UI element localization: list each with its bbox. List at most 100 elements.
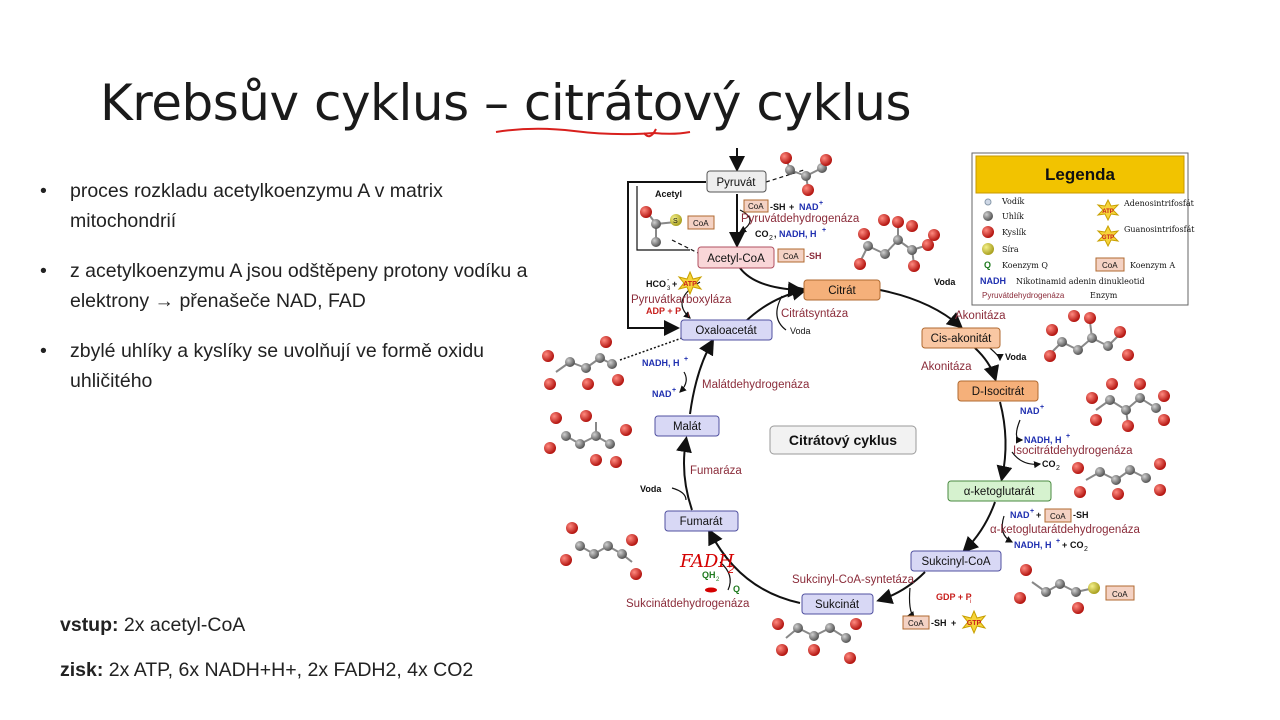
arc-cisakonitat-disocitrat bbox=[974, 347, 1000, 382]
svg-text:CoA: CoA bbox=[783, 252, 799, 261]
svg-text:NADH, H: NADH, H bbox=[642, 358, 680, 368]
svg-text:CO: CO bbox=[1042, 459, 1056, 469]
oxalo-dotted-link bbox=[619, 337, 683, 361]
svg-text:Vodík: Vodík bbox=[1001, 197, 1025, 206]
gain-label: zisk: bbox=[60, 659, 104, 681]
fad-mark bbox=[705, 587, 717, 593]
bullet-dot: • bbox=[40, 180, 47, 202]
mdh-curve bbox=[679, 371, 687, 393]
bullet-item: •proces rozkladu acetylkoenzymu A v matr… bbox=[40, 176, 540, 236]
svg-text:+: + bbox=[1056, 538, 1060, 545]
legend-hydrogen-icon bbox=[984, 198, 992, 206]
svg-text:+: + bbox=[1036, 510, 1041, 520]
svg-text:+: + bbox=[684, 356, 688, 363]
svg-text:-: - bbox=[667, 277, 670, 284]
arrow-acetylcoa-citrat bbox=[739, 267, 804, 298]
svg-text:Voda: Voda bbox=[1005, 352, 1027, 362]
svg-text:NAD: NAD bbox=[1010, 510, 1030, 520]
svg-text:-SH: -SH bbox=[1073, 510, 1089, 520]
node-malat: Malát bbox=[654, 415, 720, 437]
molecule-oxaloacetat bbox=[542, 336, 624, 390]
enzyme-ak2: Akonitáza bbox=[921, 361, 972, 373]
svg-text:NADH: NADH bbox=[980, 276, 1006, 286]
svg-text:Sukcinát: Sukcinát bbox=[815, 599, 860, 611]
input-value: 2x acetyl-CoA bbox=[118, 614, 246, 636]
svg-text:Koenzym A: Koenzym A bbox=[1130, 261, 1175, 270]
acetyl-s-label: S bbox=[673, 218, 678, 225]
idh-curve bbox=[1015, 419, 1024, 444]
svg-text:Uhlík: Uhlík bbox=[1002, 212, 1024, 221]
cs-water-curve bbox=[776, 295, 787, 331]
svg-text:i: i bbox=[688, 313, 689, 319]
gain-summary: zisk: 2x ATP, 6x NADH+H+, 2x FADH2, 4x C… bbox=[60, 659, 473, 682]
svg-text:2: 2 bbox=[716, 577, 720, 583]
bullet-item: •z acetylkoenzymu A jsou odštěpeny proto… bbox=[40, 256, 540, 316]
svg-text:ADP + P: ADP + P bbox=[646, 306, 681, 316]
enzyme-kgdh: α-ketoglutarátdehydrogenáza bbox=[990, 524, 1140, 536]
svg-text:GTP: GTP bbox=[967, 620, 982, 627]
scs-curve bbox=[907, 587, 915, 619]
svg-text:+: + bbox=[1040, 404, 1044, 411]
legend-atp-star-icon: ATP bbox=[1096, 198, 1120, 222]
enzyme-mdh: Malátdehydrogenáza bbox=[702, 379, 810, 391]
legend: Legenda Vodík Uhlík Kyslík Síra Q Koenzy… bbox=[971, 152, 1195, 306]
coa-box-acetyl bbox=[777, 248, 805, 263]
svg-text:+: + bbox=[672, 279, 677, 289]
svg-text:NADH, H: NADH, H bbox=[1024, 435, 1062, 445]
svg-text:Sukcinyl-CoA: Sukcinyl-CoA bbox=[921, 556, 990, 568]
molecule-acetyl bbox=[640, 206, 715, 247]
kgdh-curve bbox=[1001, 515, 1014, 543]
input-label: vstup: bbox=[60, 614, 119, 636]
molecule-ketoglutarat bbox=[1072, 458, 1166, 500]
enzyme-idh: Isocitrátdehydrogenáza bbox=[1013, 445, 1133, 457]
feed-paths bbox=[627, 148, 804, 336]
svg-text:Adenosintrifosfát: Adenosintrifosfát bbox=[1123, 199, 1195, 208]
cofactor-labels: Acetyl CoA -SH + NAD + CO 2 , NADH, H + … bbox=[640, 189, 1089, 630]
sukcinylcoa-coa-label: CoA bbox=[1112, 590, 1128, 599]
acetyl-dashed-link bbox=[671, 239, 701, 255]
title-red-underline bbox=[495, 127, 691, 138]
atp-star-pk: ATP bbox=[677, 270, 703, 296]
arc-citrat-cisakonitat bbox=[879, 289, 964, 329]
enzyme-scs: Sukcinyl-CoA-syntetáza bbox=[792, 574, 915, 586]
svg-text:+: + bbox=[1066, 433, 1070, 440]
svg-text:+: + bbox=[789, 202, 794, 212]
svg-text:CoA: CoA bbox=[908, 619, 924, 628]
svg-text:α-ketoglutarát: α-ketoglutarát bbox=[964, 486, 1035, 498]
title-part-1: Krebsův cyklus – bbox=[100, 74, 524, 132]
svg-text:CoA: CoA bbox=[1102, 261, 1118, 270]
svg-text:GDP + P: GDP + P bbox=[936, 592, 972, 602]
svg-text:-SH: -SH bbox=[931, 618, 947, 628]
fadh2-handwritten: FADH bbox=[679, 551, 734, 572]
bullet-item: •zbylé uhlíky a kyslíky se uvolňují ve f… bbox=[40, 336, 540, 396]
arc-ketoglutarat-sukcinylcoa bbox=[962, 501, 996, 553]
gtp-star-scs: GTP bbox=[961, 609, 987, 635]
arc-malat-oxaloacetat bbox=[689, 338, 714, 415]
svg-text:NAD: NAD bbox=[652, 389, 672, 399]
svg-text:CoA: CoA bbox=[1050, 512, 1066, 521]
legend-q-icon: Q bbox=[984, 260, 991, 270]
coa-box-pdh bbox=[743, 199, 769, 213]
node-sukcinylcoa: Sukcinyl-CoA bbox=[910, 550, 1002, 572]
svg-text:NADH, H: NADH, H bbox=[1014, 540, 1052, 550]
node-acetylcoa: Acetyl-CoA bbox=[697, 246, 775, 269]
cycle-center-label: Citrátový cyklus bbox=[769, 425, 917, 455]
svg-text:-SH: -SH bbox=[770, 202, 786, 212]
svg-text:CO: CO bbox=[1070, 540, 1084, 550]
svg-text:Voda: Voda bbox=[790, 326, 811, 336]
svg-text:GTP: GTP bbox=[1102, 235, 1114, 241]
svg-text:Guanosintrifosfát: Guanosintrifosfát bbox=[1124, 225, 1195, 234]
bullet-list: •proces rozkladu acetylkoenzymu A v matr… bbox=[40, 176, 540, 416]
svg-text:Oxaloacetát: Oxaloacetát bbox=[695, 325, 757, 337]
svg-text:-SH: -SH bbox=[806, 251, 822, 261]
legend-oxygen-icon bbox=[982, 226, 994, 238]
node-oxaloacetat: Oxaloacetát bbox=[680, 319, 773, 341]
node-ketoglutarat: α-ketoglutarát bbox=[947, 480, 1052, 502]
enzyme-cs: Citrátsyntáza bbox=[781, 308, 849, 320]
legend-sulfur-icon bbox=[982, 243, 994, 255]
svg-text:Fumarát: Fumarát bbox=[680, 516, 724, 528]
svg-text:2: 2 bbox=[1056, 465, 1060, 472]
cycle-nodes: Pyruvát Acetyl-CoA Citrát Cis-akonitát D… bbox=[654, 170, 1052, 615]
svg-text:Pyruvátdehydrogenáza: Pyruvátdehydrogenáza bbox=[982, 291, 1065, 300]
